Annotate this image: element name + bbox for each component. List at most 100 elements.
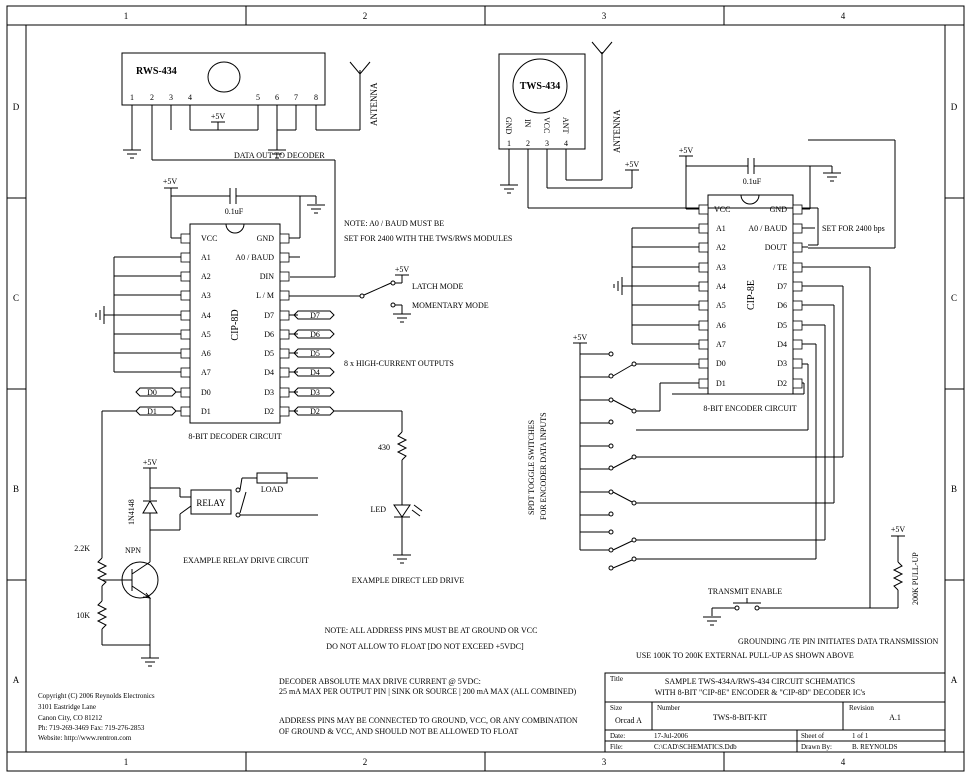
ground-icon — [500, 184, 518, 194]
relay-label: RELAY — [196, 498, 226, 508]
ground-icon — [703, 616, 721, 626]
led-label: LED — [370, 505, 386, 514]
toggle-switch — [580, 529, 825, 553]
decoder-caption: 8-BIT DECODER CIRCUIT — [188, 432, 281, 441]
encoder-cap-label: 0.1uF — [743, 177, 762, 186]
encoder-pin-right: GND — [770, 205, 788, 214]
te-note-line2: USE 100K TO 200K EXTERNAL PULL-UP AS SHO… — [636, 651, 854, 660]
decoder-pin-left: A1 — [201, 253, 211, 262]
encoder-pin-left: A6 — [716, 321, 726, 330]
border-labels: 1 2 3 4 1 2 3 4 D C B A D C B A — [13, 11, 958, 767]
switch-label-line1: SPDT TOGGLE SWITCHES — [527, 420, 536, 515]
combo-note-line1: ADDRESS PINS MAY BE CONNECTED TO GROUND,… — [279, 716, 578, 725]
decoder-output-tag: D6 — [310, 330, 320, 339]
pullup-supply-label: +5V — [891, 525, 906, 534]
toggle-switch — [580, 382, 699, 425]
transmitter-part-label: TWS-434 — [520, 81, 561, 92]
title-line1: SAMPLE TWS-434A/RWS-434 CIRCUIT SCHEMATI… — [665, 677, 855, 686]
sheet-label: Sheet of — [801, 732, 825, 740]
encoder-pin-right: D3 — [777, 359, 787, 368]
outputs-note: 8 x HIGH-CURRENT OUTPUTS — [344, 359, 454, 368]
date-label: Date: — [610, 732, 625, 740]
general-notes: NOTE: ALL ADDRESS PINS MUST BE AT GROUND… — [279, 626, 578, 736]
toggle-switch — [580, 489, 834, 517]
receiver-pin-number: 4 — [188, 93, 192, 102]
col-label: 2 — [363, 11, 368, 21]
encoder-pin-left: A2 — [716, 243, 726, 252]
file-value: C:\CAD\SCHEMATICS.Ddb — [654, 743, 737, 751]
decoder-pin-left: A3 — [201, 291, 211, 300]
encoder-pin-right: A0 / BAUD — [748, 224, 787, 233]
encoder-pin-left: A7 — [716, 340, 726, 349]
transmitter-pin-number: 2 — [526, 139, 530, 148]
led-icon — [393, 504, 423, 518]
ground-icon — [95, 306, 105, 324]
decoder-output-tag: D4 — [310, 368, 320, 377]
copyright-line: Canon City, CO 81212 — [38, 714, 103, 722]
toggle-switch — [580, 549, 816, 571]
encoder-baud-note: SET FOR 2400 bps — [822, 224, 885, 233]
drawn-by-label: Drawn By: — [801, 743, 832, 751]
ground-icon — [123, 149, 141, 159]
relay-drive-circuit: +5V 1N4148 RELAY LOAD 2.2K 10K — [74, 458, 318, 667]
decoder-pin-left: VCC — [201, 234, 217, 243]
decoder-pin-left: D0 — [201, 388, 211, 397]
decoder-pin-right: D6 — [264, 330, 274, 339]
address-note-line1: NOTE: ALL ADDRESS PINS MUST BE AT GROUND… — [325, 626, 538, 635]
drive-note-line1: DECODER ABSOLUTE MAX DRIVE CURRENT @ 5VD… — [279, 677, 481, 686]
receiver-supply-label: +5V — [211, 112, 226, 121]
baud-note-line2: SET FOR 2400 WITH THE TWS/RWS MODULES — [344, 234, 512, 243]
decoder-output-tag: D7 — [310, 311, 320, 320]
led-caption: EXAMPLE DIRECT LED DRIVE — [352, 576, 465, 585]
encoder-pin-right: DOUT — [765, 243, 787, 252]
receiver-antenna-label: ANTENNA — [369, 82, 379, 126]
copyright-block: Copyright (C) 2006 Reynolds Electronics … — [38, 692, 155, 742]
transmitter-pin-number: 4 — [564, 139, 568, 148]
baud-note-line1: NOTE: A0 / BAUD MUST BE — [344, 219, 444, 228]
drawn-by-value: B. REYNOLDS — [852, 743, 898, 751]
encoder-pin-left: D1 — [716, 379, 726, 388]
row-label: C — [13, 293, 19, 303]
receiver-pin-number: 8 — [314, 93, 318, 102]
encoder-pin-right: D2 — [777, 379, 787, 388]
switch-label-line2: FOR ENCODER DATA INPUTS — [539, 412, 548, 520]
switch-supply-label: +5V — [573, 333, 588, 342]
ground-icon — [393, 313, 411, 323]
decoder-pin-right: D3 — [264, 388, 274, 397]
row-label: D — [13, 102, 20, 112]
diode-label: 1N4148 — [127, 499, 136, 525]
encoder-pin-left: VCC — [714, 205, 730, 214]
row-label: B — [13, 484, 19, 494]
transmitter-antenna-label: ANTENNA — [612, 109, 622, 153]
row-label: D — [951, 102, 958, 112]
transmitter-pin-name: IN — [523, 119, 532, 128]
transmit-enable-label: TRANSMIT ENABLE — [708, 587, 782, 596]
col-label: 3 — [602, 757, 607, 767]
size-value: Orcad A — [615, 716, 642, 725]
encoder-pin-left: A1 — [716, 224, 726, 233]
transmitter-pin-name: ANT — [561, 117, 570, 134]
combo-note-line2: OF GROUND & VCC, AND SHOULD NOT BE ALLOW… — [279, 727, 518, 736]
ground-icon — [823, 172, 841, 182]
encoder-pin-right: D6 — [777, 301, 787, 310]
decoder-output-tag: D1 — [147, 407, 157, 416]
row-label: A — [13, 675, 20, 685]
encoder-pin-right: D4 — [777, 340, 787, 349]
encoder-pin-right: D7 — [777, 282, 787, 291]
encoder-chip-label: CIP-8E — [746, 280, 757, 310]
title-label: Title — [610, 675, 623, 683]
base-resistor-label: 2.2K — [74, 544, 90, 553]
npn-transistor-icon — [121, 561, 159, 599]
decoder-pin-left: A7 — [201, 368, 211, 377]
decoder-output-tag: D5 — [310, 349, 320, 358]
ground-icon — [613, 277, 623, 295]
toggle-switch — [580, 443, 843, 471]
col-label: 1 — [124, 11, 129, 21]
pushbutton-icon — [733, 598, 761, 611]
encoder-pin-right: / TE — [773, 263, 787, 272]
encoder-circuit: CIP-8E VCC A1 A2 A3 A4 A5 A6 A7 D0 D1 GN… — [527, 139, 939, 660]
title-line2: WITH 8-BIT "CIP-8E" ENCODER & "CIP-8D" D… — [655, 688, 866, 697]
row-label: A — [951, 675, 958, 685]
ground-icon — [307, 204, 325, 214]
